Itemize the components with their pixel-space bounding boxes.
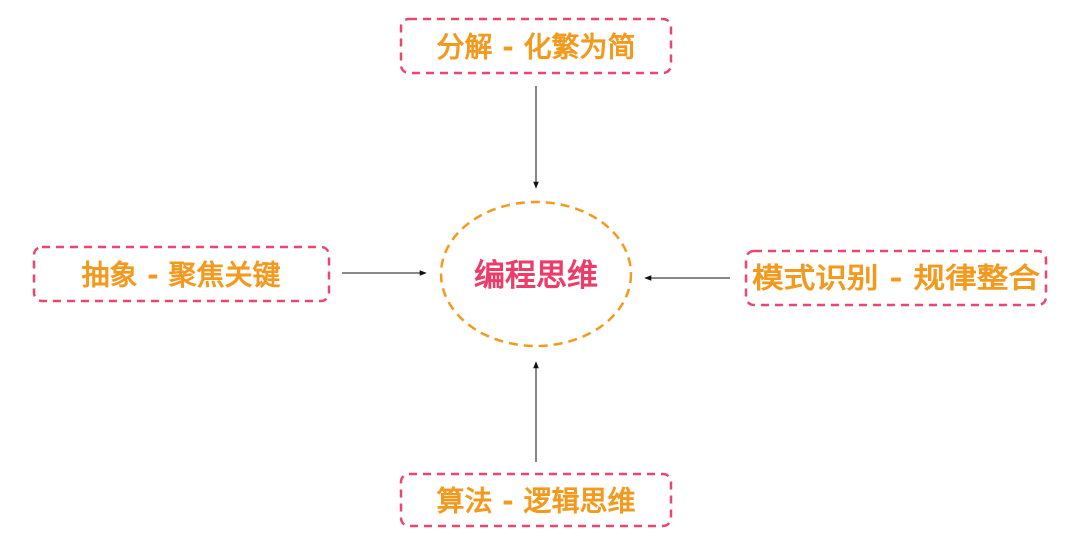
node-pattern-recognition-border [744, 249, 1048, 307]
node-decomposition-border [399, 17, 673, 75]
node-decomposition: 分解 - 化繁为简 [399, 17, 673, 75]
node-algorithm-label: 算法 - 逻辑思维 [436, 485, 635, 518]
center-node-border [439, 200, 633, 348]
node-decomposition-label: 分解 - 化繁为简 [436, 31, 635, 64]
node-abstraction-border [32, 245, 331, 303]
node-algorithm: 算法 - 逻辑思维 [399, 472, 673, 528]
node-pattern-recognition: 模式识别 - 规律整合 [744, 249, 1048, 307]
node-pattern-recognition-label: 模式识别 - 规律整合 [752, 262, 1041, 295]
node-algorithm-border [399, 472, 673, 528]
node-abstraction-label: 抽象 - 聚焦关键 [81, 259, 280, 292]
center-node: 编程思维 [439, 200, 633, 348]
node-abstraction: 抽象 - 聚焦关键 [32, 245, 331, 303]
center-node-label: 编程思维 [474, 258, 598, 294]
